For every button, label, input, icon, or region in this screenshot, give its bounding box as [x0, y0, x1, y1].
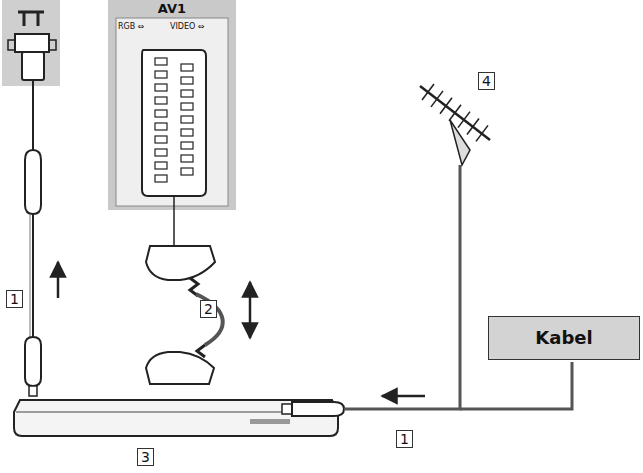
aerial-panel	[2, 0, 60, 86]
drawing-stroke	[181, 116, 193, 123]
callout-number: 1	[6, 290, 23, 308]
drawing-stroke	[458, 112, 470, 128]
drawing-stroke	[181, 129, 193, 136]
scart-socket	[142, 50, 206, 196]
direction-arrow	[382, 395, 425, 398]
aerial-socket	[15, 34, 49, 52]
callout-number: 2	[200, 300, 217, 318]
drawing-stroke	[181, 168, 193, 175]
drawing-stroke	[116, 18, 228, 206]
drawing-stroke	[155, 84, 167, 91]
drawing-stroke	[250, 419, 290, 424]
drawing-stroke	[476, 125, 488, 141]
scart-cable	[196, 294, 223, 345]
drawing-stroke	[8, 40, 15, 50]
drawing-stroke	[282, 404, 292, 414]
av1-panel	[108, 0, 236, 210]
signal-name: RGB ⇔	[118, 22, 145, 32]
aerial-symbol	[18, 12, 44, 26]
drawing-stroke	[440, 98, 452, 114]
callout-number: 3	[137, 448, 154, 466]
drawing-stroke	[181, 142, 193, 149]
cable-feed	[460, 362, 572, 409]
cable-plug	[292, 402, 344, 416]
av1-panel: AV1RGB ⇔VIDEO ⇔	[108, 0, 236, 17]
drawing-stroke	[155, 71, 167, 78]
drawing-stroke	[49, 40, 56, 50]
drawing-stroke	[450, 120, 470, 165]
drawing-stroke	[467, 119, 479, 135]
callout-number: 4	[478, 72, 495, 90]
drawing-stroke	[155, 162, 167, 169]
drawing-stroke	[155, 136, 167, 143]
drawing-stroke	[449, 105, 461, 121]
drawing-stroke	[181, 90, 193, 97]
drawing-stroke	[155, 58, 167, 65]
drawing-stroke	[155, 123, 167, 130]
drawing-stroke	[181, 77, 193, 84]
drawing-stroke	[155, 175, 167, 182]
drawing-stroke	[30, 214, 31, 345]
drawing-stroke	[29, 386, 37, 396]
drawing-stroke	[431, 91, 443, 107]
aerial-cable	[344, 165, 460, 409]
signal-name: VIDEO ⇔	[170, 22, 205, 32]
drawing-stroke	[197, 345, 205, 357]
drawing-stroke	[32, 214, 34, 345]
source-box: Kabel	[488, 316, 640, 360]
port-name: AV1	[108, 0, 236, 17]
scart-plug	[146, 246, 215, 280]
callout-number: 1	[396, 430, 413, 448]
cable-source: Kabel	[495, 327, 633, 349]
direction-arrow	[57, 262, 60, 298]
drawing-stroke	[155, 97, 167, 104]
drawing-stroke	[173, 196, 175, 246]
drawing-stroke	[181, 103, 193, 110]
drawing-stroke	[422, 84, 434, 100]
cable-plug	[25, 337, 41, 386]
cable-plug	[25, 150, 41, 214]
scart-pins	[155, 58, 193, 182]
drawing-stroke	[155, 149, 167, 156]
scart-plug	[146, 352, 214, 384]
aerial-plug	[22, 52, 44, 80]
drawing-stroke	[181, 64, 193, 71]
direction-arrow	[249, 282, 252, 338]
recorder	[14, 400, 338, 436]
drawing-stroke	[155, 110, 167, 117]
aerial-cable	[32, 80, 34, 160]
drawing-stroke	[181, 155, 193, 162]
